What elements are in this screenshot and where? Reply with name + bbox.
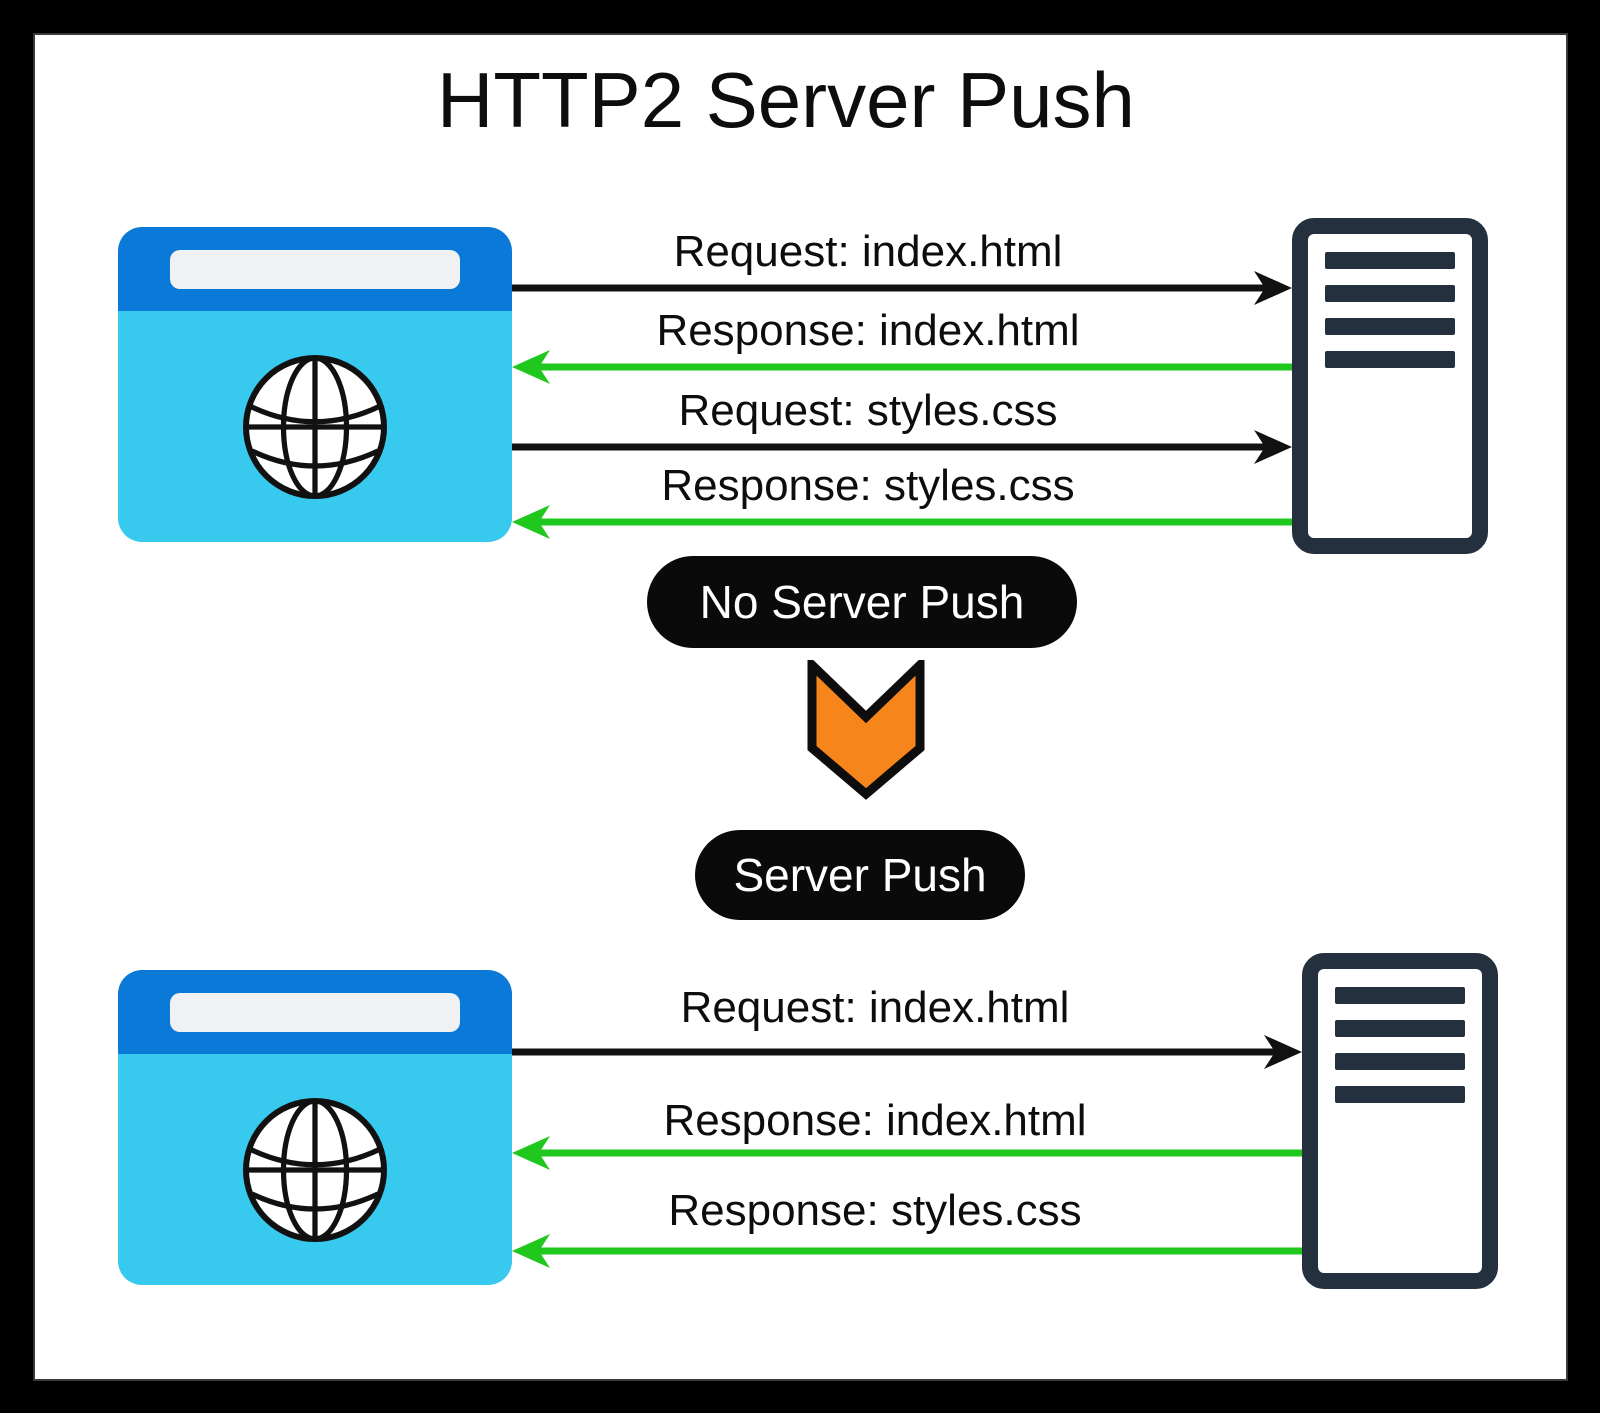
browser-titlebar — [118, 227, 512, 311]
server-slot — [1335, 1086, 1465, 1103]
server-rack-icon — [1302, 953, 1498, 1289]
diagram-title: HTTP2 Server Push — [437, 56, 1135, 144]
server-slot — [1325, 252, 1455, 269]
server-slot — [1325, 351, 1455, 368]
globe-icon — [243, 354, 387, 499]
message-label: Request: index.html — [680, 983, 1070, 1032]
no-server-push-badge: No Server Push — [647, 556, 1077, 648]
message-label: Request: styles.css — [678, 386, 1058, 435]
server-push-badge: Server Push — [695, 830, 1025, 920]
down-arrow-icon — [807, 660, 925, 800]
address-bar — [170, 250, 460, 289]
browser-globe-icon — [118, 970, 512, 1285]
server-slot — [1335, 1020, 1465, 1037]
message-label: Response: styles.css — [661, 461, 1075, 510]
server-slot — [1335, 1053, 1465, 1070]
server-rack-icon — [1292, 218, 1488, 554]
badge-label: Server Push — [733, 849, 987, 901]
message-label: Response: index.html — [656, 306, 1080, 355]
message-label: Response: styles.css — [668, 1186, 1082, 1235]
globe-icon — [243, 1097, 387, 1242]
server-slot — [1325, 318, 1455, 335]
browser-viewport — [118, 1054, 512, 1285]
browser-titlebar — [118, 970, 512, 1054]
browser-globe-icon — [118, 227, 512, 542]
browser-viewport — [118, 311, 512, 542]
badge-label: No Server Push — [699, 576, 1025, 628]
server-slot — [1325, 285, 1455, 302]
message-label: Request: index.html — [673, 227, 1063, 276]
message-label: Response: index.html — [663, 1096, 1087, 1145]
address-bar — [170, 993, 460, 1032]
server-slot — [1335, 987, 1465, 1004]
